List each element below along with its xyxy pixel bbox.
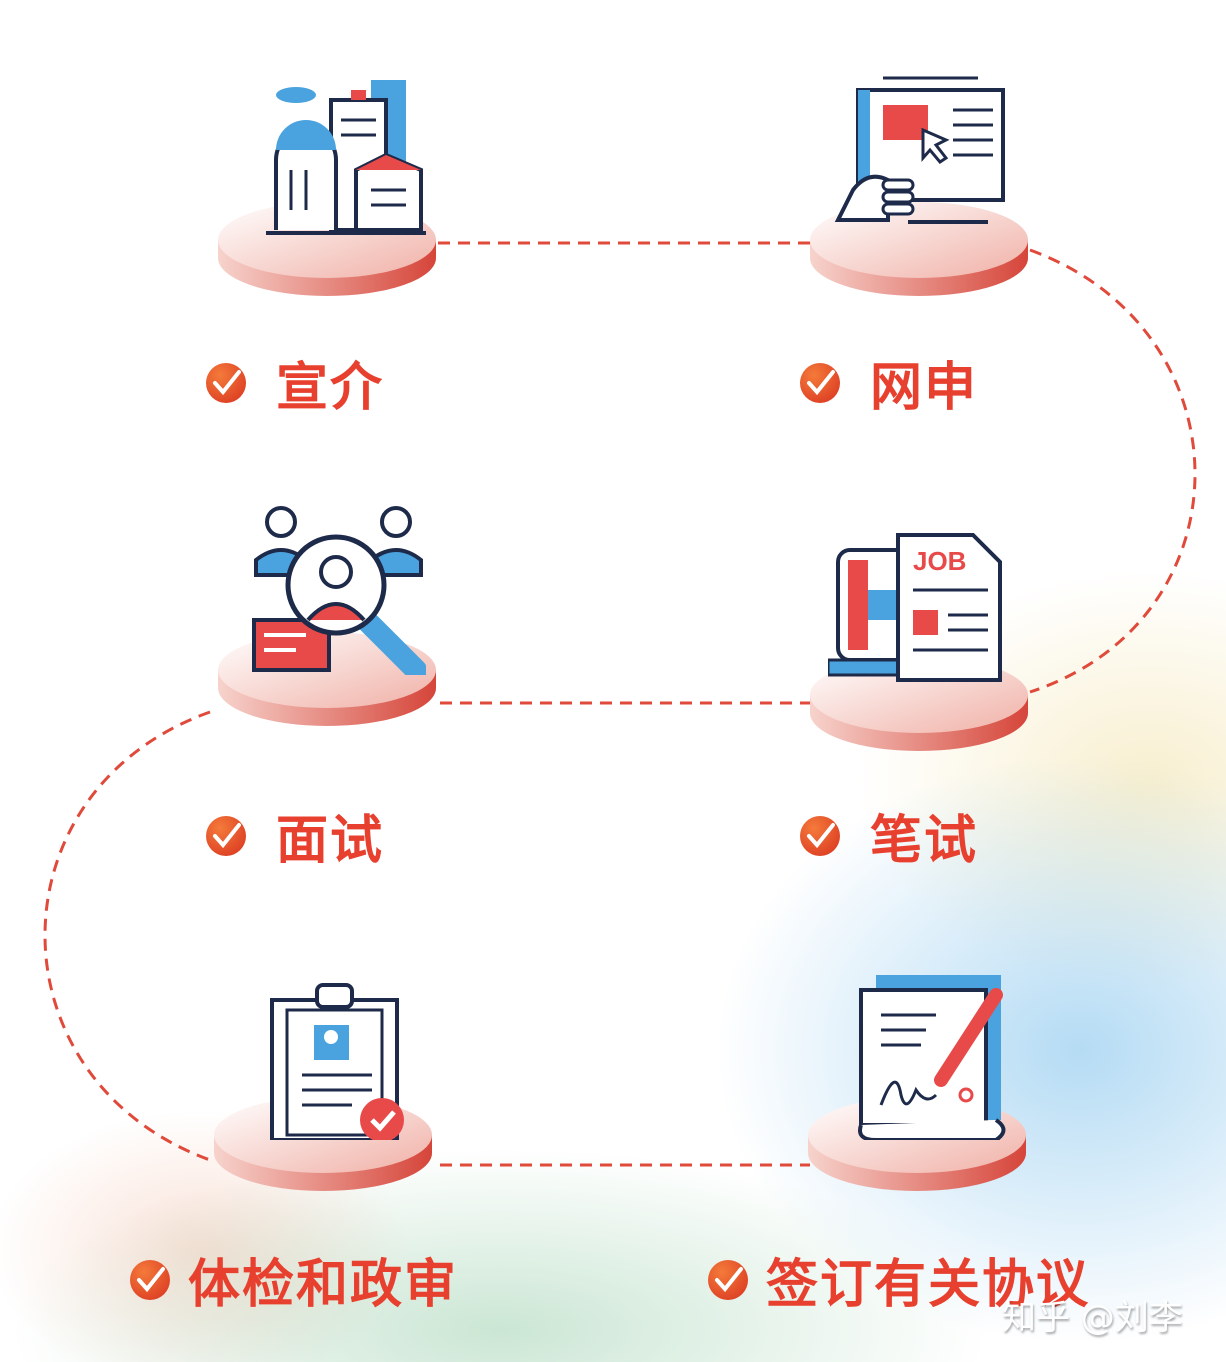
clipboard-check-icon <box>270 983 404 1140</box>
check-icon <box>206 815 246 856</box>
step-node-4: JOB <box>808 525 1038 755</box>
step-text: 体检和政审 <box>188 1255 459 1315</box>
connector-2-3 <box>1029 248 1197 694</box>
online-application-icon <box>834 76 1005 224</box>
contract-sign-icon <box>858 975 1006 1140</box>
watermark: 知乎 @刘李 <box>1002 1298 1183 1338</box>
job-text: JOB <box>913 546 966 576</box>
connector-4-5 <box>43 710 211 1162</box>
step-text: 笔试 <box>870 811 979 871</box>
interview-search-icon <box>252 506 426 675</box>
city-buildings-icon <box>266 80 426 235</box>
step-label-3: 面试 <box>206 798 384 873</box>
check-icon <box>800 362 840 403</box>
step-node-6 <box>806 965 1036 1195</box>
step-label-1: 宣介 <box>206 345 384 420</box>
check-icon <box>800 815 840 856</box>
step-text: 面试 <box>276 811 385 871</box>
step-label-4: 笔试 <box>800 798 978 873</box>
step-node-5 <box>212 965 442 1195</box>
check-icon <box>206 362 246 403</box>
step-node-2 <box>808 70 1038 300</box>
step-text: 网申 <box>870 358 979 418</box>
step-node-3 <box>216 500 446 730</box>
step-node-1 <box>216 70 446 300</box>
step-label-6: 签订有关协议 <box>708 1242 1090 1317</box>
check-icon <box>130 1259 170 1300</box>
step-label-5: 体检和政审 <box>130 1242 458 1317</box>
check-icon <box>708 1259 748 1300</box>
step-label-2: 网申 <box>800 345 978 420</box>
step-text: 签订有关协议 <box>766 1255 1091 1315</box>
step-text: 宣介 <box>276 358 385 418</box>
job-document-icon: JOB <box>828 533 1002 682</box>
